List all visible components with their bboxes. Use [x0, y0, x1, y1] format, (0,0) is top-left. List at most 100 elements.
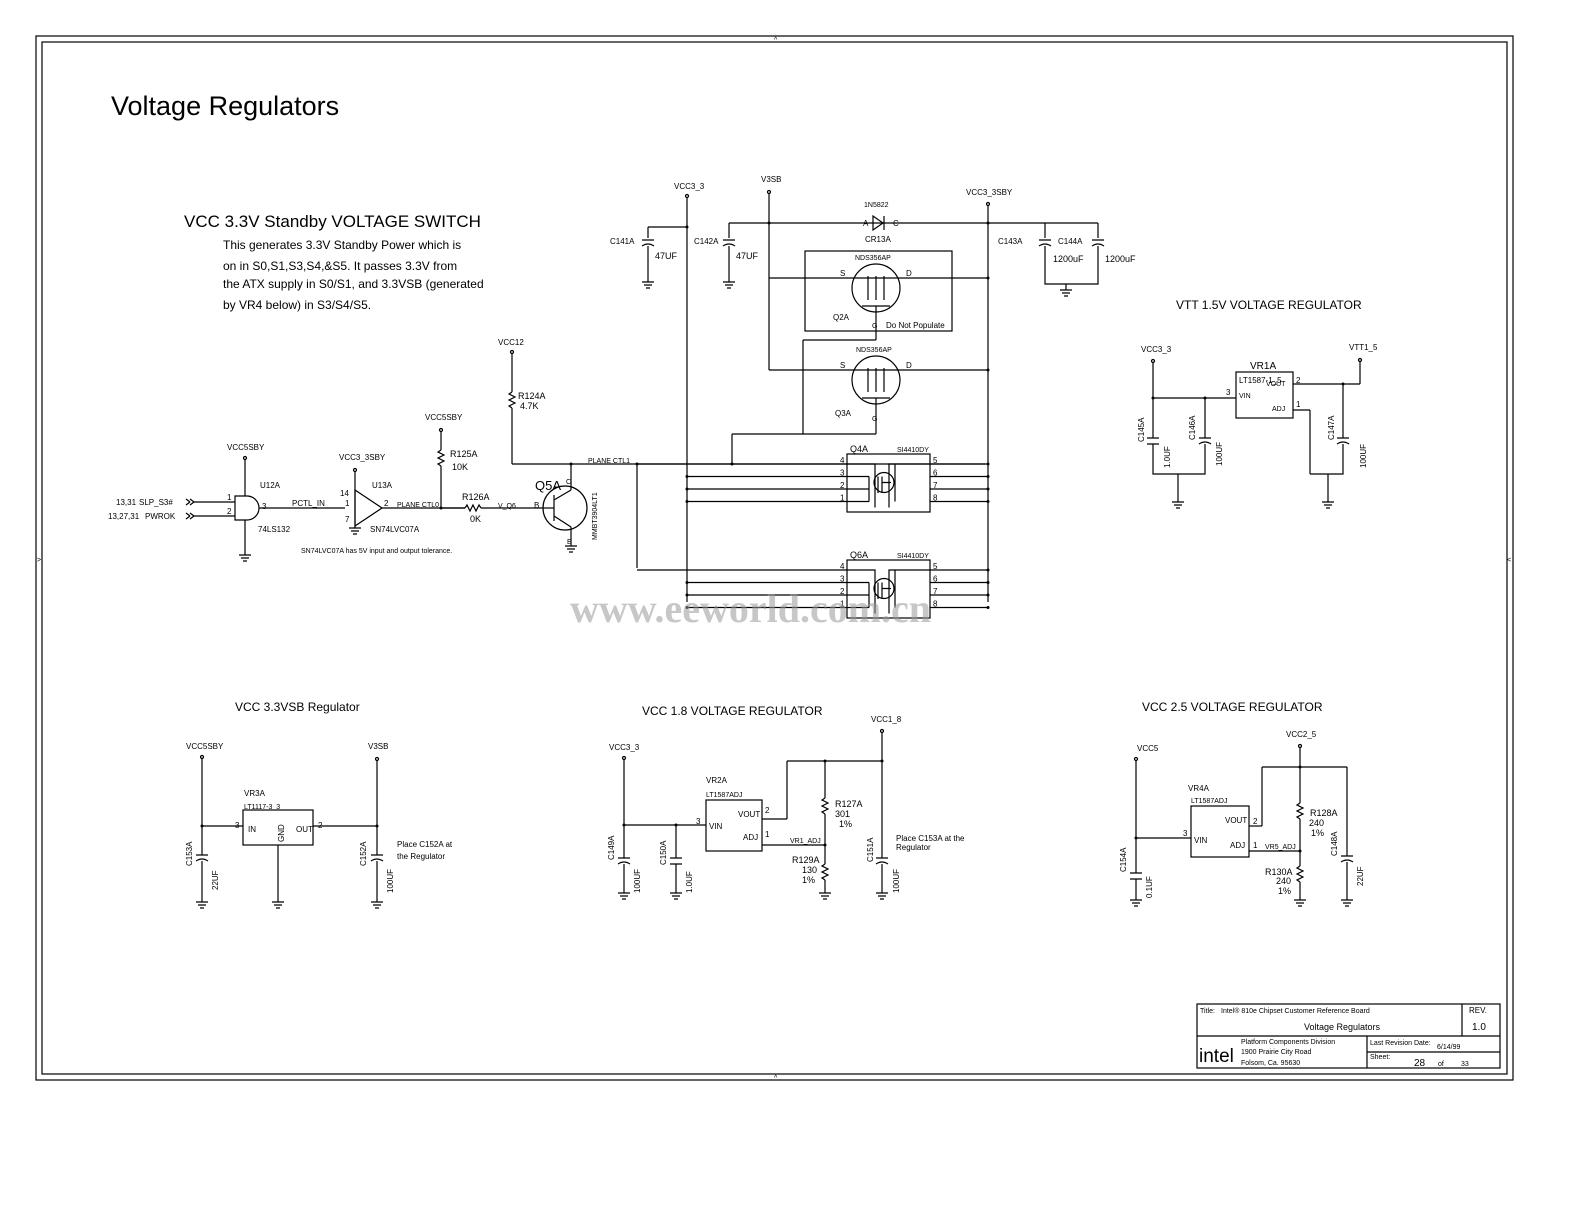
- value-label: 100UF: [1359, 444, 1368, 468]
- note-text: Place C152A at: [397, 840, 453, 849]
- ref-label: VR3A: [244, 789, 266, 798]
- section-heading: VCC 2.5 VOLTAGE REGULATOR: [1142, 700, 1323, 714]
- sheet-subtitle: Voltage Regulators: [1304, 1022, 1381, 1032]
- rail-wiring: VCC3_3 V3SB VCC3_3SBY: [647, 175, 1098, 602]
- value-label: 22UF: [1356, 866, 1365, 886]
- ref-label: CR13A: [865, 235, 891, 244]
- pin-label: OUT: [296, 825, 313, 834]
- q2a-pmos: NDS356AP S D Q2A G Do Not Populate: [769, 250, 988, 434]
- pin-label: S: [840, 361, 845, 370]
- rail-label: VCC12: [498, 338, 524, 347]
- ref-label: R130A: [1265, 867, 1293, 877]
- value-label: 1200uF: [1105, 254, 1136, 264]
- ref-label: R126A: [462, 492, 490, 502]
- ref-label: C144A: [1058, 237, 1083, 246]
- pin-label: C: [893, 219, 899, 228]
- ref-label: C145A: [1137, 417, 1146, 442]
- pin-number: 2: [1253, 817, 1258, 826]
- part-label: 1N5822: [864, 202, 889, 209]
- pin-number: 1: [840, 494, 845, 503]
- pin-label: IN: [248, 825, 256, 834]
- pin-number: 8: [933, 600, 938, 609]
- ref-label: C152A: [359, 841, 368, 866]
- intel-logo: intel: [1199, 1046, 1234, 1067]
- switch-heading: VCC 3.3V Standby VOLTAGE SWITCH: [184, 212, 481, 231]
- part-label: MMBT3904LT1: [592, 492, 599, 540]
- rev-value: 1.0: [1472, 1022, 1486, 1033]
- pin-label: VIN: [709, 822, 723, 831]
- ref-label: C146A: [1188, 415, 1197, 440]
- zone-marker-left: >: [37, 557, 41, 564]
- pin-number: 2: [384, 499, 389, 508]
- ref-label: VR1A: [1250, 361, 1276, 372]
- ref-label: C148A: [1330, 831, 1339, 856]
- input-pins: 13,27,31: [108, 512, 140, 521]
- ref-label: Q6A: [850, 550, 868, 560]
- ref-label: C153A: [185, 841, 194, 866]
- v18-regulator: VCC 1.8 VOLTAGE REGULATOR VCC3_3 VR2A LT…: [607, 704, 965, 900]
- part-label: SI4410DY: [897, 447, 929, 454]
- zone-marker-top: ^: [774, 37, 778, 44]
- u13a-buffer: VCC3_3SBY 14 1 7 2 U13A SN74LVC07A SN74L…: [292, 453, 465, 555]
- q5a-npn-transistor: Q5A B C E MMBT3904LT1: [534, 462, 599, 553]
- pin-number: 3: [696, 817, 701, 826]
- c143a-c144a-capacitors: C143A 1200uF C144A 1200uF: [998, 223, 1136, 297]
- pin-label: ADJ: [1230, 841, 1245, 850]
- r124a-resistor: VCC12 R124A 4.7K PLANE CTL1: [498, 338, 985, 465]
- pin-number: 2: [1296, 376, 1301, 385]
- value-label: 22UF: [211, 870, 220, 890]
- pin-number: 2: [765, 806, 770, 815]
- pin-label: D: [906, 269, 912, 278]
- pin-label: G: [872, 323, 877, 330]
- part-label: LT1587-1_5: [1239, 376, 1282, 385]
- pin-number: 4: [840, 456, 845, 465]
- rail-label: VCC5SBY: [186, 742, 224, 751]
- tolerance-label: 1%: [839, 819, 852, 829]
- rev-label: REV.: [1469, 1006, 1487, 1015]
- net-label: PCTL_IN: [292, 499, 325, 508]
- value-label: 301: [835, 809, 850, 819]
- ref-label: R129A: [792, 855, 820, 865]
- value-label: 47UF: [736, 251, 759, 261]
- sheet-number: 28: [1414, 1058, 1426, 1069]
- value-label: 100UF: [386, 869, 395, 893]
- rail-label: VCC5: [1137, 744, 1159, 753]
- note-text: the Regulator: [397, 852, 445, 861]
- input-signal: SLP_S3#: [139, 498, 173, 507]
- value-label: 0K: [470, 514, 481, 524]
- part-label: LT1117-3_3: [244, 804, 280, 811]
- part-label: SN74LVC07A: [370, 525, 420, 534]
- net-label: V_Q6: [498, 503, 516, 510]
- pin-number: 1: [765, 830, 770, 839]
- c141a-capacitor: C141A 47UF: [610, 237, 678, 289]
- tolerance-label: 1%: [1311, 828, 1324, 838]
- ref-label: U13A: [372, 481, 393, 490]
- input-pins: 13,31: [116, 498, 137, 507]
- pin-label: E: [567, 539, 572, 546]
- pin-label: A: [863, 219, 869, 228]
- pin-number: 1: [840, 600, 845, 609]
- revision-date: 6/14/99: [1437, 1044, 1460, 1051]
- ref-label: Q3A: [835, 409, 852, 418]
- v25-regulator: VCC 2.5 VOLTAGE REGULATOR VCC2_5 VR5_ADJ…: [1119, 700, 1365, 907]
- pin-label: G: [872, 416, 877, 423]
- pin-number: 5: [933, 456, 938, 465]
- part-label: NDS356AP: [855, 255, 891, 262]
- value-label: 0.1UF: [1145, 876, 1154, 898]
- section-heading: VCC 1.8 VOLTAGE REGULATOR: [642, 704, 823, 718]
- pin-number: 1: [1253, 841, 1258, 850]
- rail-label: VCC3_3: [1141, 345, 1172, 354]
- r126a-resistor: R126A 0K V_Q6: [441, 492, 540, 524]
- switch-desc-line: the ATX supply in S0/S1, and 3.3VSB (gen…: [223, 277, 484, 291]
- ref-label: VR2A: [706, 776, 728, 785]
- ref-label: Q4A: [850, 444, 868, 454]
- tolerance-label: 1%: [1278, 886, 1291, 896]
- rail-label: VCC3_3SBY: [966, 188, 1013, 197]
- pin-number: 2: [227, 507, 232, 516]
- zone-marker-bottom: ^: [774, 1075, 778, 1082]
- part-label: LT1587ADJ: [706, 792, 742, 799]
- pin-number: 3: [1183, 829, 1188, 838]
- rail-label: VTT1_5: [1349, 343, 1378, 352]
